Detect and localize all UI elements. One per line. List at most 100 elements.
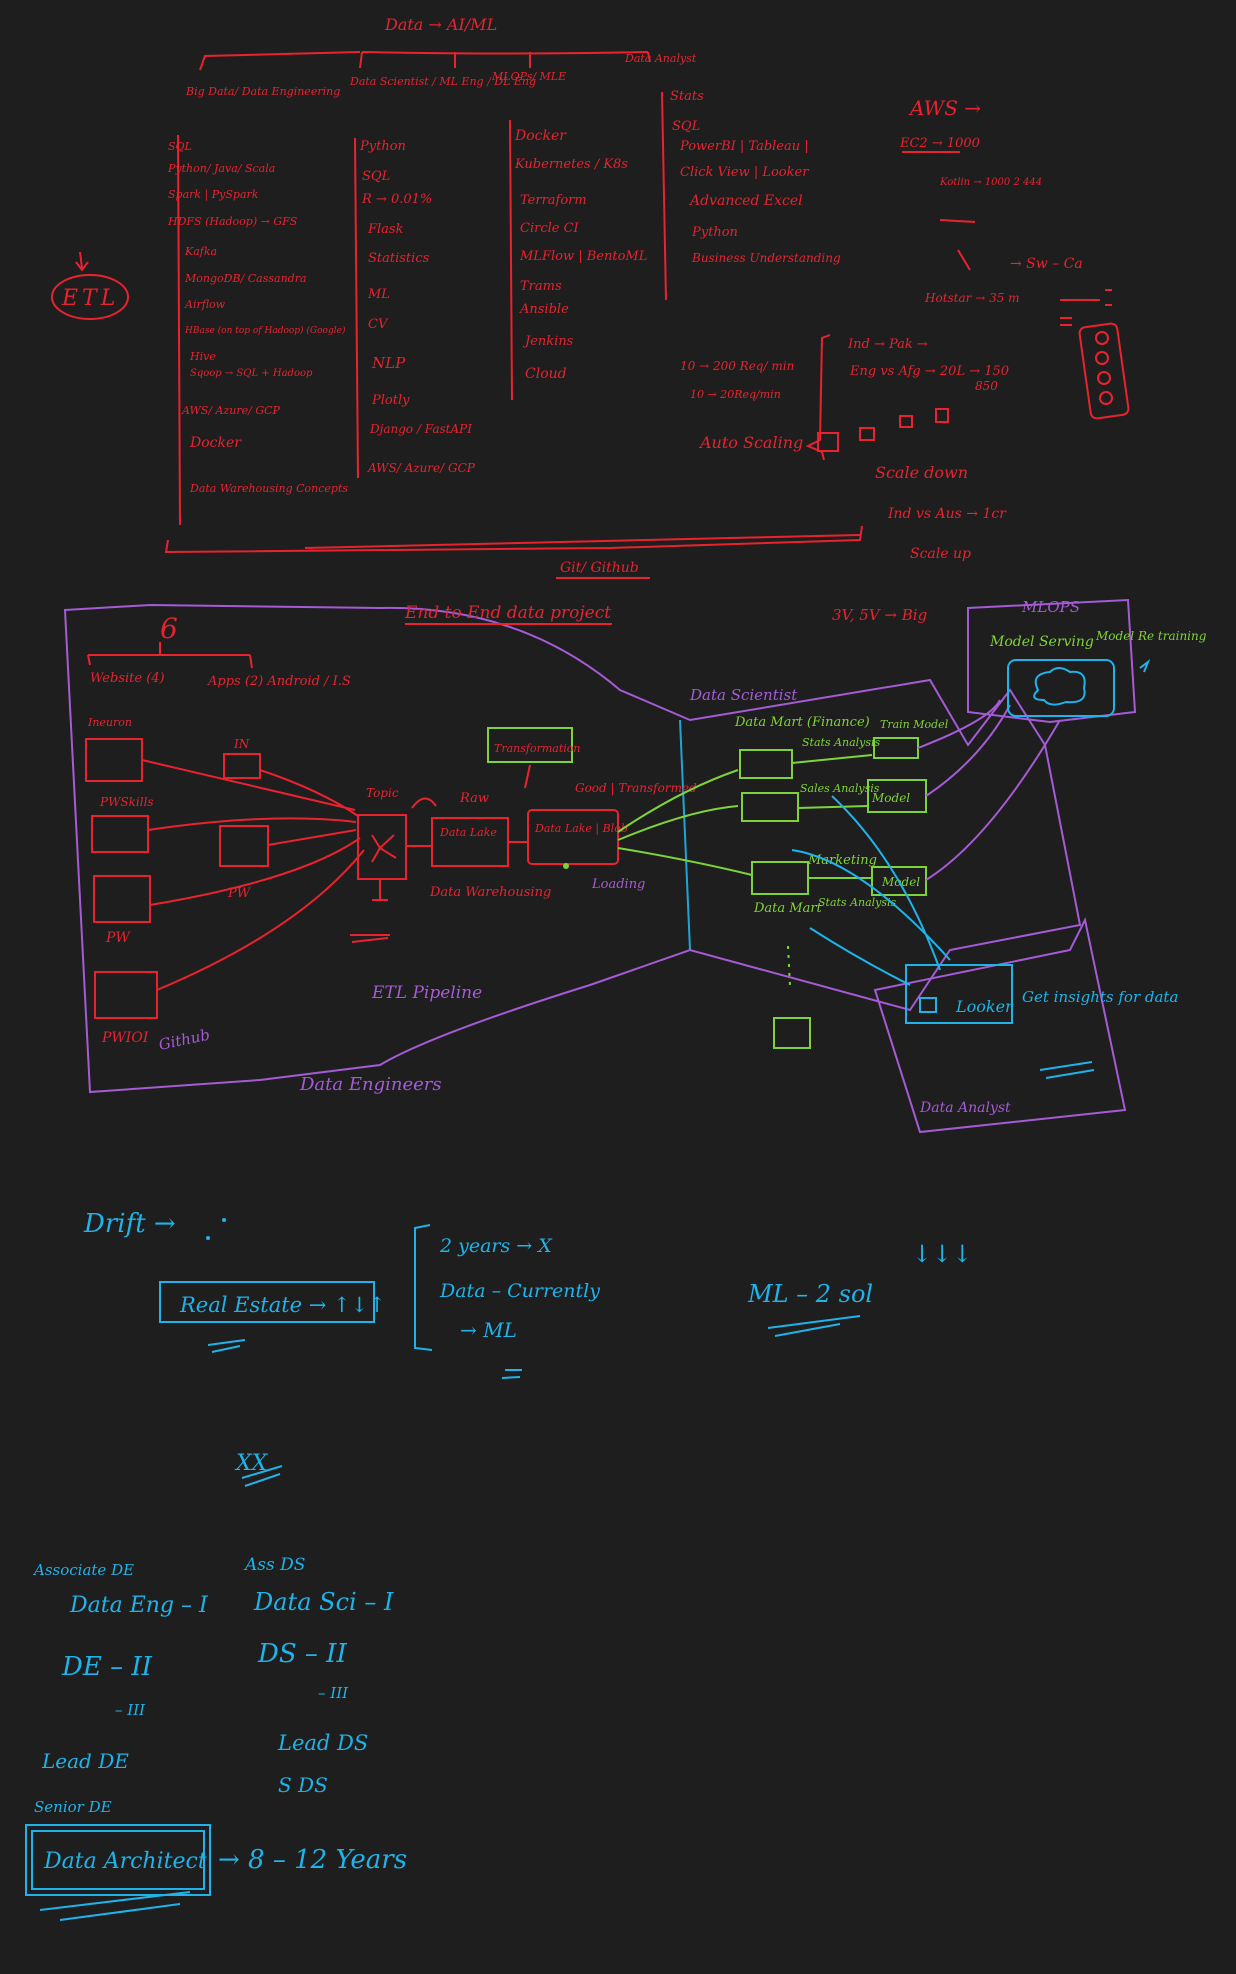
career-left-item: Data Eng – I (69, 1593, 209, 1618)
ml-sol-note: ML – 2 sol (747, 1280, 873, 1308)
career-left-item: Associate DE (32, 1561, 134, 1579)
aws-ec2: EC2 → 1000 (899, 136, 980, 151)
career-right-item: Data Sci – I (253, 1588, 394, 1616)
source-label: Ineuron (87, 716, 132, 729)
list-item: NLP (371, 354, 406, 372)
years-note: 2 years → X (439, 1235, 553, 1257)
empty-mart-box (773, 1017, 811, 1049)
notes: Drift → Real Estate → ↑↓↑ 2 years → X Da… (83, 1209, 972, 1487)
list-item: Docker (514, 128, 567, 144)
pipeline: End to End data project 3V, 5V → Big 6 W… (63, 598, 1207, 1134)
aws-sw: → Sw – Ca (1010, 256, 1083, 272)
list-item: Plotly (371, 393, 410, 408)
aws-eng: Eng vs Afg → 20L → 150 (849, 364, 1009, 379)
career-left-item: Lead DE (41, 1749, 129, 1773)
github-label: Github (157, 1026, 211, 1054)
list-item: Cloud (525, 366, 567, 382)
col-bigdata-items: SQL Python/ Java/ Scala Spark | PySpark … (167, 140, 348, 495)
train-model-box (873, 737, 919, 759)
list-item: Data Warehousing Concepts (189, 482, 348, 495)
datamart-label: Data Mart (Finance) (734, 715, 870, 730)
drift-label: Drift → (83, 1209, 176, 1239)
career-right-item: DS – II (257, 1639, 347, 1669)
architect-years: → 8 – 12 Years (218, 1845, 407, 1875)
list-item: Kafka (184, 245, 217, 258)
etl-label: ETL (61, 286, 119, 311)
roadmap-title: Data → AI/ML (384, 15, 497, 34)
list-item: Click View | Looker (680, 165, 809, 180)
analyst-region (873, 916, 1127, 1134)
websites-label: Website (4) (90, 671, 165, 686)
sales-label: Sales Analysis (800, 782, 880, 795)
col-header-analyst: Data Analyst (624, 52, 697, 65)
source-box (219, 825, 269, 867)
datamart2-label: Data Mart (753, 901, 823, 916)
looker-box (905, 964, 1013, 1024)
aws-indpak: Ind → Pak → (847, 337, 928, 352)
list-item: MLFlow | BentoML (519, 249, 647, 264)
col-header-mlops: MLOPs/ MLE (491, 70, 566, 83)
list-item: R → 0.01% (361, 192, 432, 207)
col-mlops-items: Docker Kubernetes / K8s Terraform Circle… (514, 128, 647, 382)
stats2-label: Stats Analysis (818, 896, 897, 909)
insights-label: Get insights for data (1022, 988, 1178, 1006)
source-label: PWSkills (99, 795, 154, 809)
finance-stats-label: Stats Analysis (802, 736, 881, 749)
source-label: IN (233, 737, 250, 751)
model-box (871, 866, 927, 896)
list-item: AWS/ Azure/ GCP (367, 461, 476, 475)
etl-badge: ETL (51, 251, 129, 320)
source-label: PWIOI (101, 1030, 149, 1046)
transformation-box (487, 727, 573, 763)
career-right-item: – III (318, 1684, 349, 1702)
list-item: ML (367, 287, 390, 302)
data-analyst-label: Data Analyst (919, 1100, 1011, 1116)
list-item: PowerBI | Tableau | (679, 139, 809, 154)
list-item: Python (691, 225, 738, 240)
roadmap-footer: Git/ Github (560, 560, 639, 576)
source-box (85, 738, 143, 782)
roadmap: Data → AI/ML Big Data/ Data Engineering … (51, 15, 863, 579)
career-right-item: S DS (278, 1773, 328, 1797)
list-item: Python (359, 139, 406, 154)
pipeline-3v: 3V, 5V → Big (832, 606, 927, 624)
marketing-mart-box (751, 861, 809, 895)
list-item: Flask (367, 222, 404, 237)
aws-scaleup: Scale up (910, 546, 971, 562)
data-scientist-label: Data Scientist (689, 686, 798, 704)
cloud-icon (1033, 667, 1086, 706)
aws-notes: AWS → EC2 → 1000 Kotlin → 1000 2 444 Hot… (680, 96, 1130, 562)
list-item: Django / FastAPI (369, 422, 472, 436)
ml-note: → ML (460, 1318, 517, 1342)
list-item: Stats (670, 89, 704, 104)
list-item: Terraform (520, 193, 587, 208)
apps-label: Apps (2) Android / I.S (207, 674, 351, 689)
model2-label: Model (881, 875, 920, 889)
aws-requests2: 10 → 20Req/min (690, 388, 781, 401)
loading-label: Loading (591, 877, 645, 892)
looker-label: Looker (955, 997, 1014, 1016)
list-item: Docker (189, 435, 242, 451)
data-engineers-label: Data Engineers (299, 1074, 442, 1095)
list-item: MongoDB/ Cassandra (184, 272, 307, 285)
good-label: Good | Transformed (575, 781, 697, 795)
architect-box (25, 1824, 211, 1896)
col-analyst-items: Stats SQL PowerBI | Tableau | Click View… (670, 89, 841, 265)
list-item: Trams (520, 279, 562, 294)
down-arrows-note: ↓↓↓ (912, 1240, 972, 1268)
aws-kotlin: Kotlin → 1000 2 444 (939, 177, 1042, 188)
aws-hotstar: Hotstar → 35 m (924, 291, 1020, 305)
list-item: Jenkins (522, 334, 574, 349)
list-item: HBase (on top of Hadoop) (Google) (184, 325, 346, 336)
source-box (93, 875, 151, 923)
sales-mart-box (741, 792, 799, 822)
list-item: Kubernetes / K8s (514, 157, 628, 172)
mlops-label: MLOPS (1021, 598, 1080, 616)
architect-box-inner (31, 1830, 205, 1890)
pipeline-count: 6 (160, 612, 178, 645)
finance-mart-box (739, 749, 793, 779)
list-item: Airflow (184, 298, 226, 311)
etl-pipeline-label: ETL Pipeline (371, 983, 482, 1003)
delta-label: Data Lake | Blob (534, 822, 628, 836)
career-right-item: Ass DS (243, 1555, 305, 1575)
